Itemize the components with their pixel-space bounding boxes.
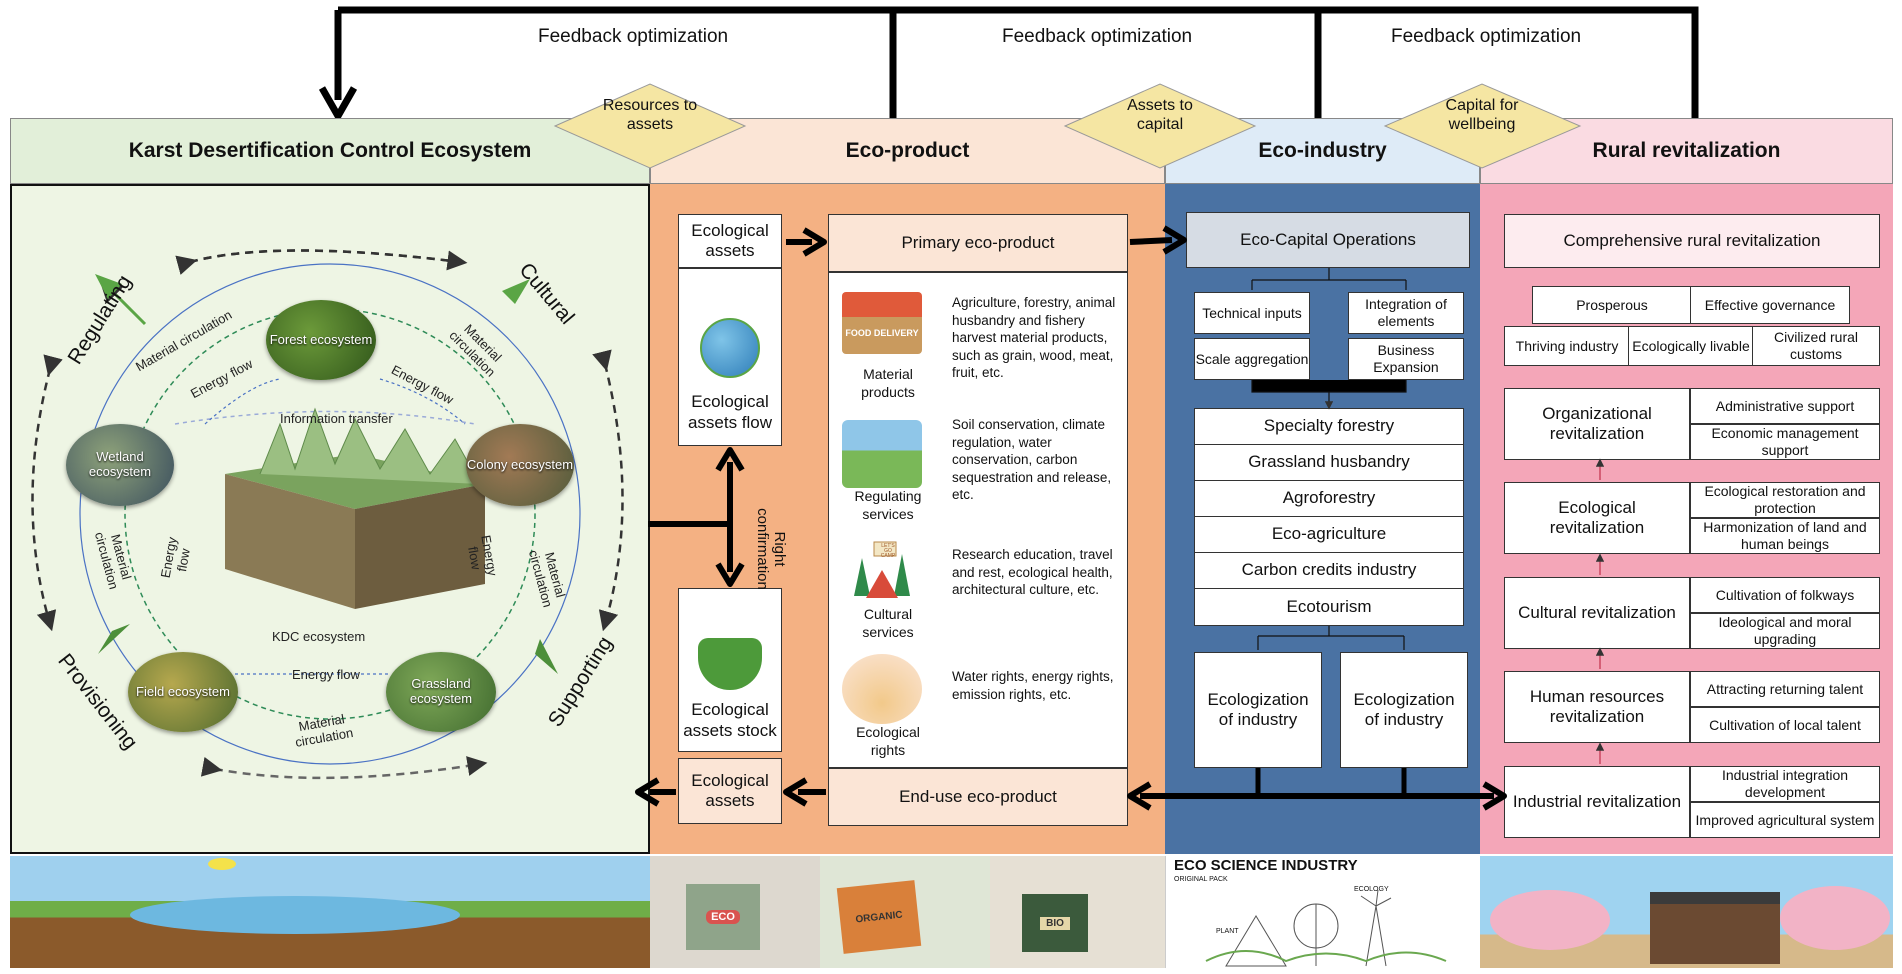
organizational-revitalization: Organizational revitalization [1504,388,1690,460]
ecological-restoration-protection: Ecological restoration and protection [1690,482,1880,518]
ecologization-of-industry-2: Ecologization of industry [1340,652,1468,768]
integration-of-elements: Integration of elements [1348,292,1464,334]
human-resources-revitalization: Human resources revitalization [1504,671,1690,743]
ecologization-of-industry-1: Ecologization of industry [1194,652,1322,768]
cultivation-of-local-talent: Cultivation of local talent [1690,707,1880,743]
forest-ecosystem: Forest ecosystem [266,300,376,380]
end-use-eco-product: End-use eco-product [828,768,1128,826]
eco-bag: ECO [686,884,760,950]
improved-agricultural-system: Improved agricultural system [1690,802,1880,838]
green-gear-icon [698,638,762,691]
eco-products-image: ECO ORGANIC BIO [650,856,1165,968]
industry-list: Specialty forestry Grassland husbandry A… [1194,408,1464,626]
diamond-capital-for-wellbeing: Capital for wellbeing [1445,97,1519,134]
poster-tag-plant: PLANT [1216,928,1239,935]
eco-assets-flow-box: Ecological assets flow [678,268,782,446]
attracting-returning-talent: Attracting returning talent [1690,671,1880,707]
desc-cultural-services: Research education, travel and rest, eco… [952,547,1113,598]
industrial-integration-development: Industrial integration development [1690,766,1880,802]
goal-prosperous: Prosperous [1532,286,1692,324]
cherry-tree-right [1780,886,1890,950]
bio-bag-label: BIO [1040,916,1070,930]
label-information-transfer: Information transfer [280,411,393,426]
colony-ecosystem: Colony ecosystem [466,424,574,506]
primary-eco-product: Primary eco-product [828,214,1128,272]
eco-bag-label: ECO [706,910,740,924]
technical-inputs: Technical inputs [1194,292,1310,334]
wind-turbine-icon [842,654,922,724]
tent-icon-graphic [854,541,910,598]
ideological-moral-upgrading: Ideological and moral upgrading [1690,613,1880,649]
label-energy-flow-b: Energy flow [292,667,360,682]
administrative-support: Administrative support [1690,388,1880,424]
pond-shape [130,896,460,934]
house-shape [1650,892,1780,964]
kdc-cycle-diagram [31,249,624,780]
camp-sign-text: LET'S GO CAMP [880,543,896,559]
goal-ecologically-livable: Ecologically livable [1628,326,1754,366]
sun-icon [208,858,236,870]
poster-subtitle: ORIGINAL PACK [1174,876,1228,883]
cultural-revitalization: Cultural revitalization [1504,577,1690,649]
industrial-revitalization: Industrial revitalization [1504,766,1690,838]
eco-assets-bottom: Ecological assets [678,758,782,824]
industry-agroforestry: Agroforestry [1195,481,1463,517]
kdc-header: Karst Desertification Control Ecosystem [10,118,650,184]
eco-assets-flow-label: Ecological assets flow [687,392,773,432]
feedback-arrows [318,6,1699,120]
cultivation-of-folkways: Cultivation of folkways [1690,577,1880,613]
right-confirmation-label: Right confirmation [754,508,788,590]
eco-assets-stock-box: Ecological assets stock [678,588,782,752]
goal-civilized-rural-customs: Civilized rural customs [1752,326,1880,366]
label-kdc-ecosystem: KDC ecosystem [272,629,366,644]
caption-cultural-services: Cultural services [862,606,914,640]
tent-icon: LET'S GO CAMP [842,536,922,604]
diamond-assets-to-capital: Assets to capital [1127,97,1193,134]
rural-village-image [1480,856,1893,968]
organic-bag: ORGANIC [836,880,922,954]
caption-material-products: Material products [861,366,915,400]
feedback-label-2: Feedback optimization [1002,26,1193,47]
economic-management-support: Economic management support [1690,424,1880,460]
grassland-ecosystem: Grassland ecosystem [386,652,496,732]
poster-tag-ecology: ECOLOGY [1354,886,1389,893]
business-expansion: Business Expansion [1348,338,1464,380]
eco-assets-stock-label: Ecological assets stock [683,700,777,740]
feedback-label-3: Feedback optimization [1391,26,1582,47]
food-box-text: FOOD DELIVERY [845,328,919,338]
climate-icon [842,420,922,488]
diamond-resources-to-assets: Resources to assets [602,97,698,134]
feedback-label-1: Feedback optimization [538,26,729,47]
eco-science-industry-image: ECO SCIENCE INDUSTRY ORIGINAL PACK ECOLO… [1165,856,1480,968]
diamond-shapes [553,83,1582,169]
industry-grassland-husbandry: Grassland husbandry [1195,445,1463,481]
industry-specialty-forestry: Specialty forestry [1195,409,1463,445]
caption-regulating-services: Regulating services [854,488,922,522]
ecological-revitalization: Ecological revitalization [1504,482,1690,554]
industry-ecotourism: Ecotourism [1195,589,1463,625]
goal-effective-governance: Effective governance [1690,286,1850,324]
kdc-landscape-image [10,856,650,968]
caption-ecological-rights: Ecological rights [856,724,920,758]
organic-bag-label: ORGANIC [854,909,904,925]
comprehensive-rural-revitalization: Comprehensive rural revitalization [1504,214,1880,268]
desc-material-products: Agriculture, forestry, animal husbandry … [952,295,1116,381]
poster-title: ECO SCIENCE INDUSTRY [1174,857,1358,874]
industry-eco-agriculture: Eco-agriculture [1195,517,1463,553]
wetland-ecosystem: Wetland ecosystem [66,424,174,506]
globe-icon [700,318,760,379]
desc-ecological-rights: Water rights, energy rights, emission ri… [952,669,1114,702]
desc-regulating-services: Soil conservation, climate regulation, w… [952,417,1112,503]
poster-graphic [1205,889,1447,967]
bio-bag: BIO [1022,894,1088,952]
goal-thriving-industry: Thriving industry [1504,326,1630,366]
field-ecosystem: Field ecosystem [128,652,238,732]
industry-carbon-credits: Carbon credits industry [1195,553,1463,589]
scale-aggregation: Scale aggregation [1194,338,1310,380]
food-box-icon: FOOD DELIVERY [842,292,922,354]
harmonization-land-human: Harmonization of land and human beings [1690,518,1880,554]
eco-capital-operations: Eco-Capital Operations [1186,212,1470,268]
cherry-tree-left [1490,890,1610,950]
eco-assets-top: Ecological assets [678,214,782,268]
